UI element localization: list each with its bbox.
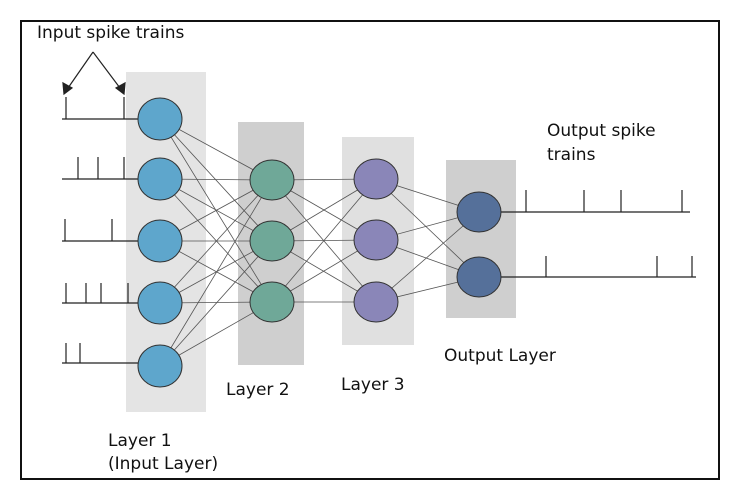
layer-3-neuron-1 bbox=[353, 158, 399, 200]
connection-3-3-1 bbox=[375, 211, 480, 303]
layer-2-neuron-2 bbox=[249, 220, 295, 262]
output-neuron-1 bbox=[456, 191, 502, 233]
output-neuron-2 bbox=[456, 256, 502, 298]
connection-1-1-2 bbox=[159, 118, 273, 242]
input-spike-train-1 bbox=[62, 97, 146, 120]
layer-3-neuron-3 bbox=[353, 281, 399, 323]
diagram-frame bbox=[20, 20, 720, 480]
layer-1-label-line1: Layer 1 bbox=[108, 431, 172, 451]
layer-1-label-line2: (Input Layer) bbox=[108, 454, 219, 474]
output-layer-label: Output Layer bbox=[444, 346, 556, 366]
output-spike-train-2 bbox=[480, 256, 696, 278]
output-spike-trains bbox=[480, 190, 696, 278]
input-spike-train-3 bbox=[62, 219, 146, 242]
output-spike-train-1 bbox=[480, 190, 690, 213]
connections bbox=[159, 118, 480, 367]
connection-1-5-2 bbox=[159, 240, 273, 367]
neurons bbox=[137, 97, 502, 388]
layer-2-neuron-3 bbox=[249, 281, 295, 323]
layer-1-neuron-1 bbox=[137, 97, 183, 141]
input-label-arrows bbox=[62, 51, 126, 96]
layer-1-neuron-2 bbox=[137, 157, 183, 201]
layer-2-label: Layer 2 bbox=[226, 380, 290, 400]
layer-2-neuron-1 bbox=[249, 159, 295, 201]
layer-1-neuron-3 bbox=[137, 219, 183, 263]
input-spike-train-4 bbox=[62, 283, 146, 304]
input-spike-train-5 bbox=[62, 343, 146, 364]
connection-2-3-1 bbox=[271, 178, 377, 303]
layer-1-neuron-5 bbox=[137, 344, 183, 388]
input-spike-trains-label: Input spike trains bbox=[37, 23, 185, 43]
layer-1-neuron-4 bbox=[137, 281, 183, 325]
connection-3-1-2 bbox=[375, 178, 480, 278]
connection-1-4-1 bbox=[159, 179, 273, 304]
input-spike-trains bbox=[62, 97, 146, 364]
connection-1-5-1 bbox=[159, 179, 273, 367]
layer-3-neuron-2 bbox=[353, 219, 399, 261]
output-spike-trains-label-line1: Output spike bbox=[547, 121, 656, 141]
layer-3-label: Layer 3 bbox=[341, 375, 405, 395]
input-spike-train-2 bbox=[62, 157, 146, 180]
output-spike-trains-label-line2: trains bbox=[547, 145, 596, 165]
connection-1-2-3 bbox=[159, 178, 273, 303]
